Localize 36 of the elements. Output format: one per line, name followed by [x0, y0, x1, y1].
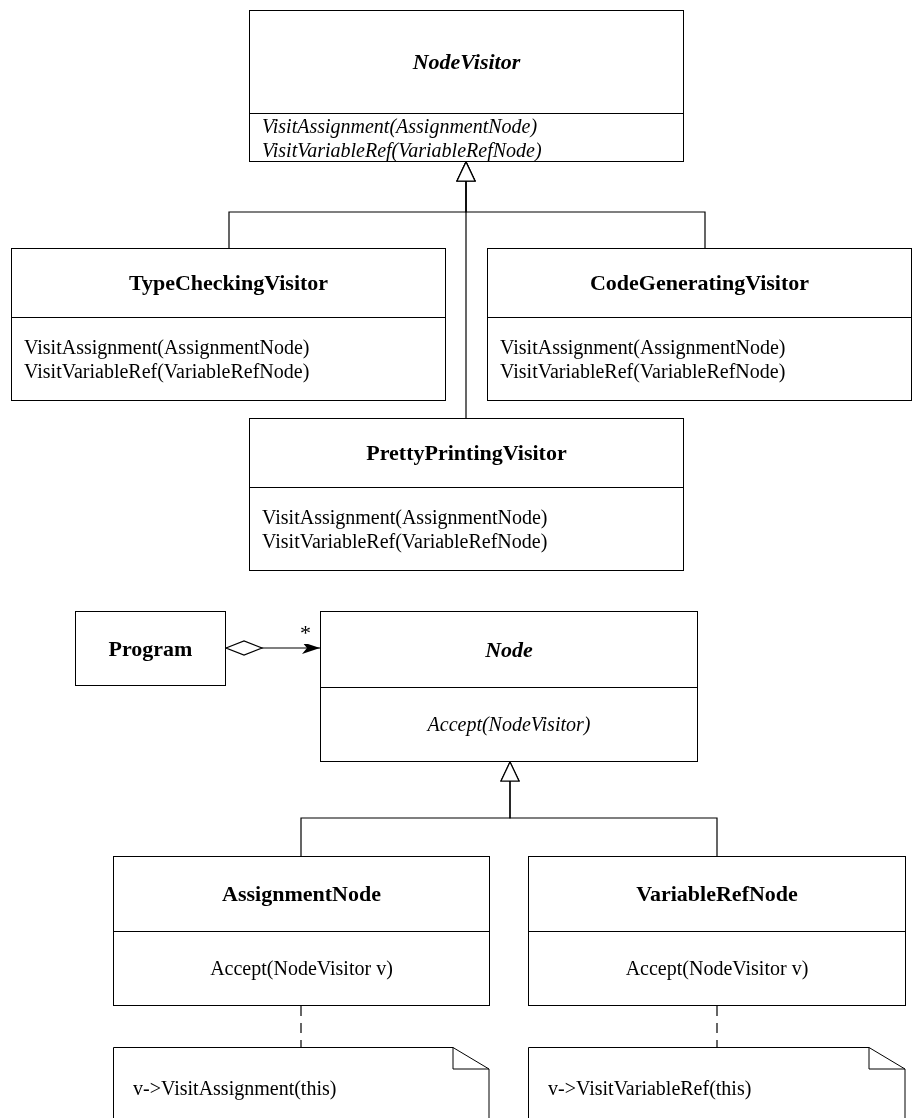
- class-box: [113, 856, 490, 1006]
- operation-text: VisitVariableRef(VariableRefNode): [500, 359, 786, 384]
- class-name: PrettyPrintingVisitor: [366, 440, 567, 466]
- class-box: [75, 611, 226, 686]
- class-box: [320, 611, 698, 762]
- class-name: AssignmentNode: [222, 881, 381, 907]
- note-text: v->VisitVariableRef(this): [548, 1077, 752, 1100]
- class-box: [487, 248, 912, 401]
- operation-text: Accept(NodeVisitor v): [210, 956, 393, 981]
- dashed-connector: [300, 1005, 302, 1048]
- operation-text: VisitAssignment(AssignmentNode): [262, 504, 548, 529]
- aggregation-arrow: [225, 640, 321, 656]
- note-box: [113, 1047, 490, 1118]
- operation-text: VisitVariableRef(VariableRefNode): [24, 359, 310, 384]
- class-name: CodeGeneratingVisitor: [589, 270, 810, 296]
- operation-text: VisitAssignment(AssignmentNode): [500, 334, 786, 359]
- inheritance-arrow: [500, 761, 718, 857]
- operation-text: VisitVariableRef(VariableRefNode): [262, 138, 542, 163]
- operation-text: Accept(NodeVisitor): [427, 712, 591, 737]
- operation-text: VisitAssignment(AssignmentNode): [24, 334, 310, 359]
- class-name: NodeVisitor: [412, 49, 521, 75]
- class-name: Node: [485, 636, 533, 663]
- note-text: v->VisitAssignment(this): [133, 1077, 337, 1100]
- operation-text: Accept(NodeVisitor v): [625, 956, 809, 981]
- class-name: VariableRefNode: [636, 881, 798, 907]
- note-box: [528, 1047, 906, 1118]
- class-box: [11, 248, 446, 401]
- dashed-connector: [716, 1005, 718, 1048]
- class-box: [528, 856, 906, 1006]
- class-box: [249, 418, 684, 571]
- class-name: Program: [108, 635, 193, 662]
- operation-text: VisitVariableRef(VariableRefNode): [262, 529, 548, 554]
- operation-text: VisitAssignment(AssignmentNode): [262, 114, 538, 139]
- class-box: [249, 10, 684, 162]
- class-name: TypeCheckingVisitor: [128, 270, 329, 296]
- inheritance-arrow: [456, 161, 476, 419]
